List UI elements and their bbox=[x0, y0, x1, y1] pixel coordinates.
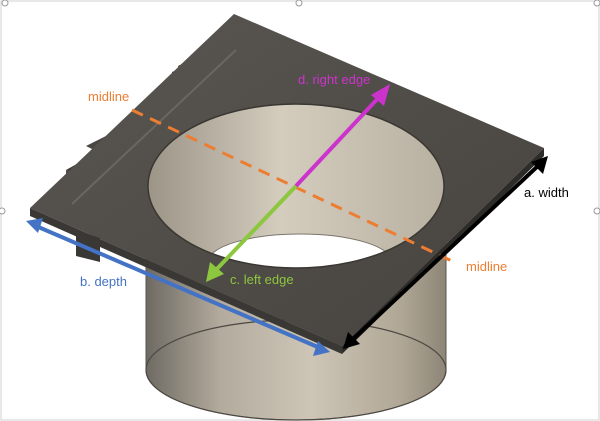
right-edge-label: d. right edge bbox=[298, 72, 370, 87]
width-label: a. width bbox=[524, 185, 569, 200]
midline-label-right: midline bbox=[466, 259, 507, 274]
frame-handle bbox=[593, 207, 600, 215]
support-post bbox=[76, 230, 100, 262]
frame-handle bbox=[1, 0, 9, 7]
right-edge-arrow bbox=[294, 84, 390, 188]
frame-handle bbox=[0, 207, 6, 215]
mounting-plate bbox=[30, 14, 544, 354]
depth-label: b. depth bbox=[80, 274, 127, 289]
left-edge-arrow bbox=[206, 184, 298, 282]
depth-arrow bbox=[26, 218, 330, 356]
width-arrow bbox=[343, 156, 548, 349]
left-edge-label: c. left edge bbox=[230, 272, 294, 287]
frame-handle bbox=[295, 0, 303, 7]
midline-label-left: midline bbox=[88, 89, 129, 104]
frame-handle bbox=[593, 0, 600, 7]
